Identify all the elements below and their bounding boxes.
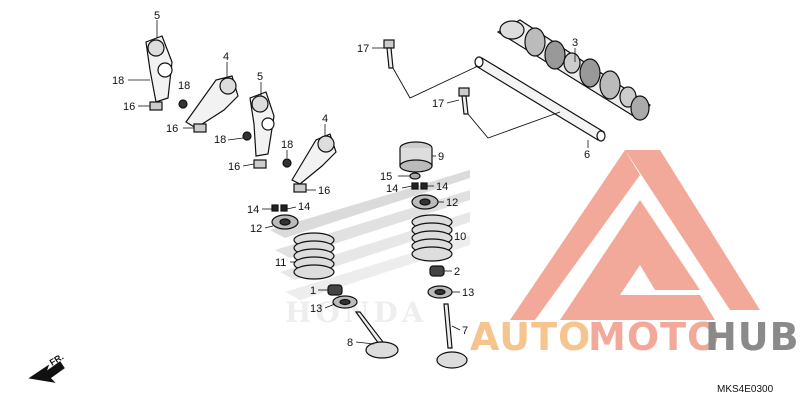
shim-15 [409,172,421,180]
callout-5: 5 [154,10,160,22]
callout-18: 18 [214,134,226,146]
valve-spring-11 [293,232,335,280]
front-direction-arrow [28,361,65,383]
callout-17: 17 [432,98,444,110]
brand-word-hub: HUB [705,315,800,359]
exhaust-valve-8 [354,311,399,359]
callout-14: 14 [436,181,448,193]
callout-16: 16 [228,161,240,173]
callout-1: 1 [310,285,316,297]
callout-12: 12 [250,223,262,235]
brand-word-auto: AUTO [470,315,591,359]
spring-seat-13-right [427,285,453,299]
automotohub-triangle-logo [510,150,760,320]
callout-16: 16 [123,101,135,113]
callout-6: 6 [584,149,590,161]
callout-4: 4 [223,51,229,63]
callout-11: 11 [275,257,286,269]
valve-spring-10 [411,214,453,262]
stem-seal-1 [327,284,343,296]
parts-line-art [28,19,651,383]
callout-7: 7 [462,325,468,337]
callout-14: 14 [247,204,259,216]
callout-13: 13 [462,287,474,299]
stem-seal-2 [429,265,445,277]
rocker-shaft-part [474,56,606,142]
callout-2: 2 [454,266,460,278]
automotohub-wordmark: AUTO MOTO HUB [470,315,800,359]
callout-18: 18 [112,75,124,87]
brand-word-moto: MOTO [588,315,720,359]
adjust-screw-16-b [193,123,207,133]
callout-16: 16 [166,123,178,135]
callout-18: 18 [281,139,293,151]
bolt-17-top [383,39,395,69]
cotter-14-left [271,204,288,212]
callout-leader-lines [128,20,589,345]
lock-nut-18-b [242,131,252,141]
adjust-screw-16-a [149,101,163,111]
callout-16: 16 [318,185,330,197]
callout-13: 13 [310,303,322,315]
callout-14: 14 [298,201,310,213]
rocker-arm-4-right [291,133,337,185]
callout-12: 12 [446,197,458,209]
callout-18: 18 [178,80,190,92]
callout-4: 4 [322,113,328,125]
adjust-screw-16-c [253,159,267,169]
retainer-12-left [271,214,299,230]
intake-valve-7 [436,303,468,369]
callout-3: 3 [572,37,578,49]
diagram-code: MKS4E0300 [717,384,774,395]
callout-15: 15 [380,171,392,183]
rocker-arm-4-left [185,75,239,129]
callout-9: 9 [438,151,444,163]
retainer-12-right [411,194,439,210]
callout-5: 5 [257,71,263,83]
bolt-17-bottom [458,87,470,115]
callout-17: 17 [357,43,369,55]
callout-labels: 5 18 16 18 4 16 18 5 16 18 4 16 14 14 12… [112,10,590,349]
camshaft-part [496,19,651,121]
callout-14: 14 [386,183,398,195]
lock-nut-18-c [282,158,292,168]
adjust-screw-16-d [293,183,307,193]
lifter-9 [399,141,433,173]
callout-10: 10 [454,231,466,243]
rocker-arm-5-left [145,35,173,103]
spring-seat-13-left [332,295,358,309]
rocker-arm-5-right [249,91,275,157]
callout-8: 8 [347,337,353,349]
lock-nut-18-a [178,99,188,109]
